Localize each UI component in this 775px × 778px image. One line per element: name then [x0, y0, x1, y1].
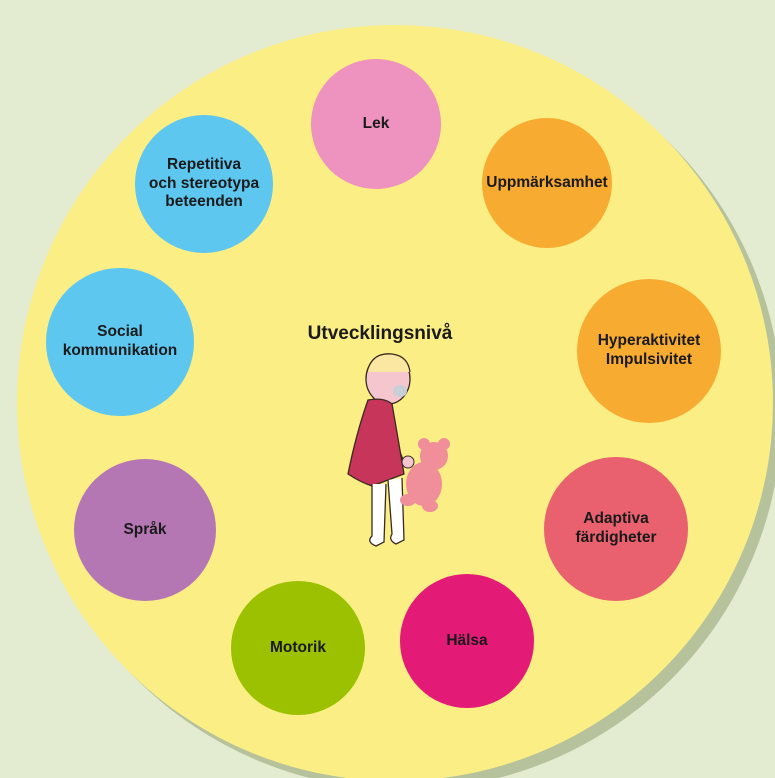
domain-label: Hälsa [446, 631, 488, 649]
center-title: Utvecklingsnivå [307, 323, 453, 344]
domain-circle-hyperaktivitet: Hyperaktivitet Impulsivitet [577, 279, 721, 423]
domain-circle-lek: Lek [311, 59, 441, 189]
domain-circle-social: Social kommunikation [46, 268, 194, 416]
domain-label: Repetitiva och stereotypa beteenden [148, 155, 260, 211]
child-illustration [347, 353, 450, 547]
domain-label: Lek [362, 114, 390, 132]
domain-label: Motorik [270, 638, 326, 656]
teddy-bear [400, 438, 450, 512]
domain-label: Uppmärksamhet [486, 173, 608, 191]
domain-circle-adaptiva: Adaptiva färdigheter [544, 457, 688, 601]
domain-label: Hyperaktivitet Impulsivitet [597, 332, 701, 368]
domain-circle-sprak: Språk [74, 459, 216, 601]
domain-label: Språk [123, 520, 167, 538]
domain-circle-halsa: Hälsa [400, 574, 534, 708]
domain-circle-motorik: Motorik [231, 581, 365, 715]
domain-label: Social kommunikation [62, 323, 178, 359]
domain-circle-uppmarksamhet: Uppmärksamhet [482, 118, 612, 248]
domain-circle-repetitiva: Repetitiva och stereotypa beteenden [135, 115, 273, 253]
domain-label: Adaptiva färdigheter [575, 510, 657, 546]
